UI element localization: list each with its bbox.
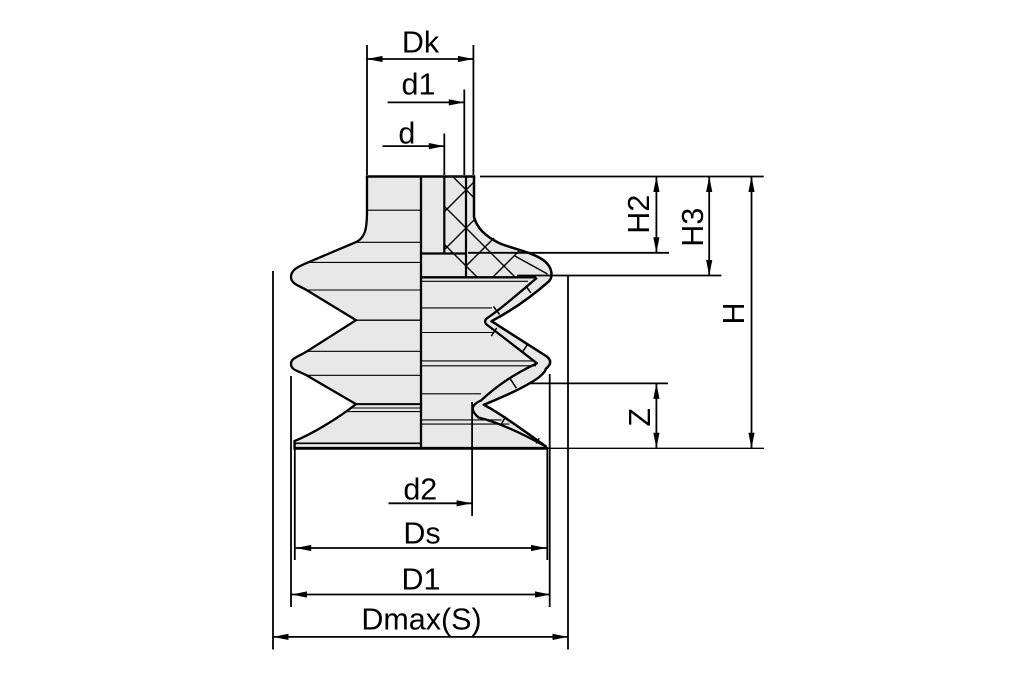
svg-text:D1: D1 — [402, 563, 441, 597]
svg-text:Dmax(S): Dmax(S) — [361, 603, 481, 637]
svg-text:H3: H3 — [676, 208, 710, 247]
svg-text:d1: d1 — [402, 68, 436, 102]
svg-text:Z: Z — [623, 408, 657, 427]
svg-text:d2: d2 — [403, 473, 437, 507]
svg-text:H2: H2 — [622, 195, 656, 234]
svg-text:H: H — [717, 302, 751, 324]
svg-text:d: d — [398, 117, 415, 151]
svg-text:Ds: Ds — [403, 517, 440, 551]
svg-text:Dk: Dk — [402, 26, 440, 60]
